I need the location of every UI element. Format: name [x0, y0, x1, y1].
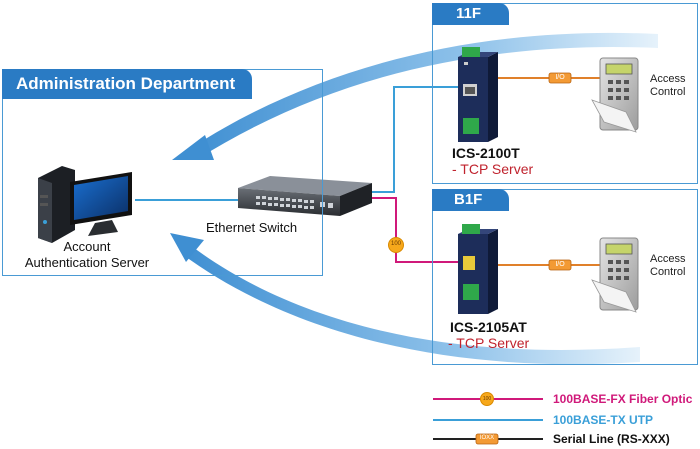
floor-11f-region	[432, 3, 698, 184]
ics-2105at-name: ICS-2105AT	[450, 319, 527, 335]
access-control-bottom-label: Access Control	[650, 253, 685, 279]
access-control-top-label: Access Control	[650, 73, 685, 99]
access-control-top-line2: Control	[650, 86, 686, 98]
legend-label-fiber: 100BASE-FX Fiber Optic	[553, 392, 693, 406]
serial-tag-bottom	[548, 259, 572, 271]
ics-2100t-name: ICS-2100T	[452, 145, 520, 161]
server-label: Account Authentication Server	[12, 239, 162, 271]
switch-label: Ethernet Switch	[206, 220, 298, 235]
legend-tag-fiber: 100	[482, 396, 492, 402]
legend-label-utp: 100BASE-TX UTP	[553, 413, 654, 427]
access-control-reader-top-icon	[591, 57, 639, 133]
ics-2105at-device-icon	[458, 224, 498, 314]
floor-b1f-title: B1F	[432, 189, 509, 211]
ics-2105at-role: - TCP Server	[448, 335, 530, 351]
floor-11f-title: 11F	[432, 3, 509, 25]
admin-department-title: Administration Department	[2, 69, 252, 99]
access-control-bottom-line2: Control	[650, 266, 686, 278]
ethernet-switch-icon	[238, 176, 372, 216]
server-label-line1: Account	[63, 239, 111, 254]
access-control-bottom-line1: Access	[650, 253, 686, 265]
legend-swatch-fiber	[433, 392, 543, 406]
utp-cable-switch-converter	[372, 86, 458, 193]
serial-tag-top-label: I/O	[555, 74, 565, 81]
serial-tag-top	[548, 72, 572, 84]
legend-swatch-serial	[433, 433, 543, 445]
server-computer-icon	[38, 166, 132, 243]
access-control-top-line1: Access	[650, 73, 686, 85]
fiber-tag-label: 100	[390, 241, 401, 247]
access-control-reader-bottom-icon	[591, 237, 639, 313]
ics-2100t-role: - TCP Server	[452, 161, 534, 177]
serial-tag-bottom-label: I/O	[555, 261, 565, 268]
floor-b1f-region	[432, 189, 698, 365]
legend-tag-serial: IOXX	[479, 435, 495, 441]
fiber-cable-switch-converter	[372, 197, 458, 263]
fiber-speed-tag	[388, 237, 404, 253]
server-label-line2: Authentication Server	[24, 255, 150, 270]
data-flow-arrow-bottom	[170, 233, 640, 365]
legend-label-serial: Serial Line (RS-XXX)	[553, 432, 670, 446]
data-flow-arrow-top	[172, 32, 658, 160]
ics-2100t-device-icon	[458, 47, 498, 142]
